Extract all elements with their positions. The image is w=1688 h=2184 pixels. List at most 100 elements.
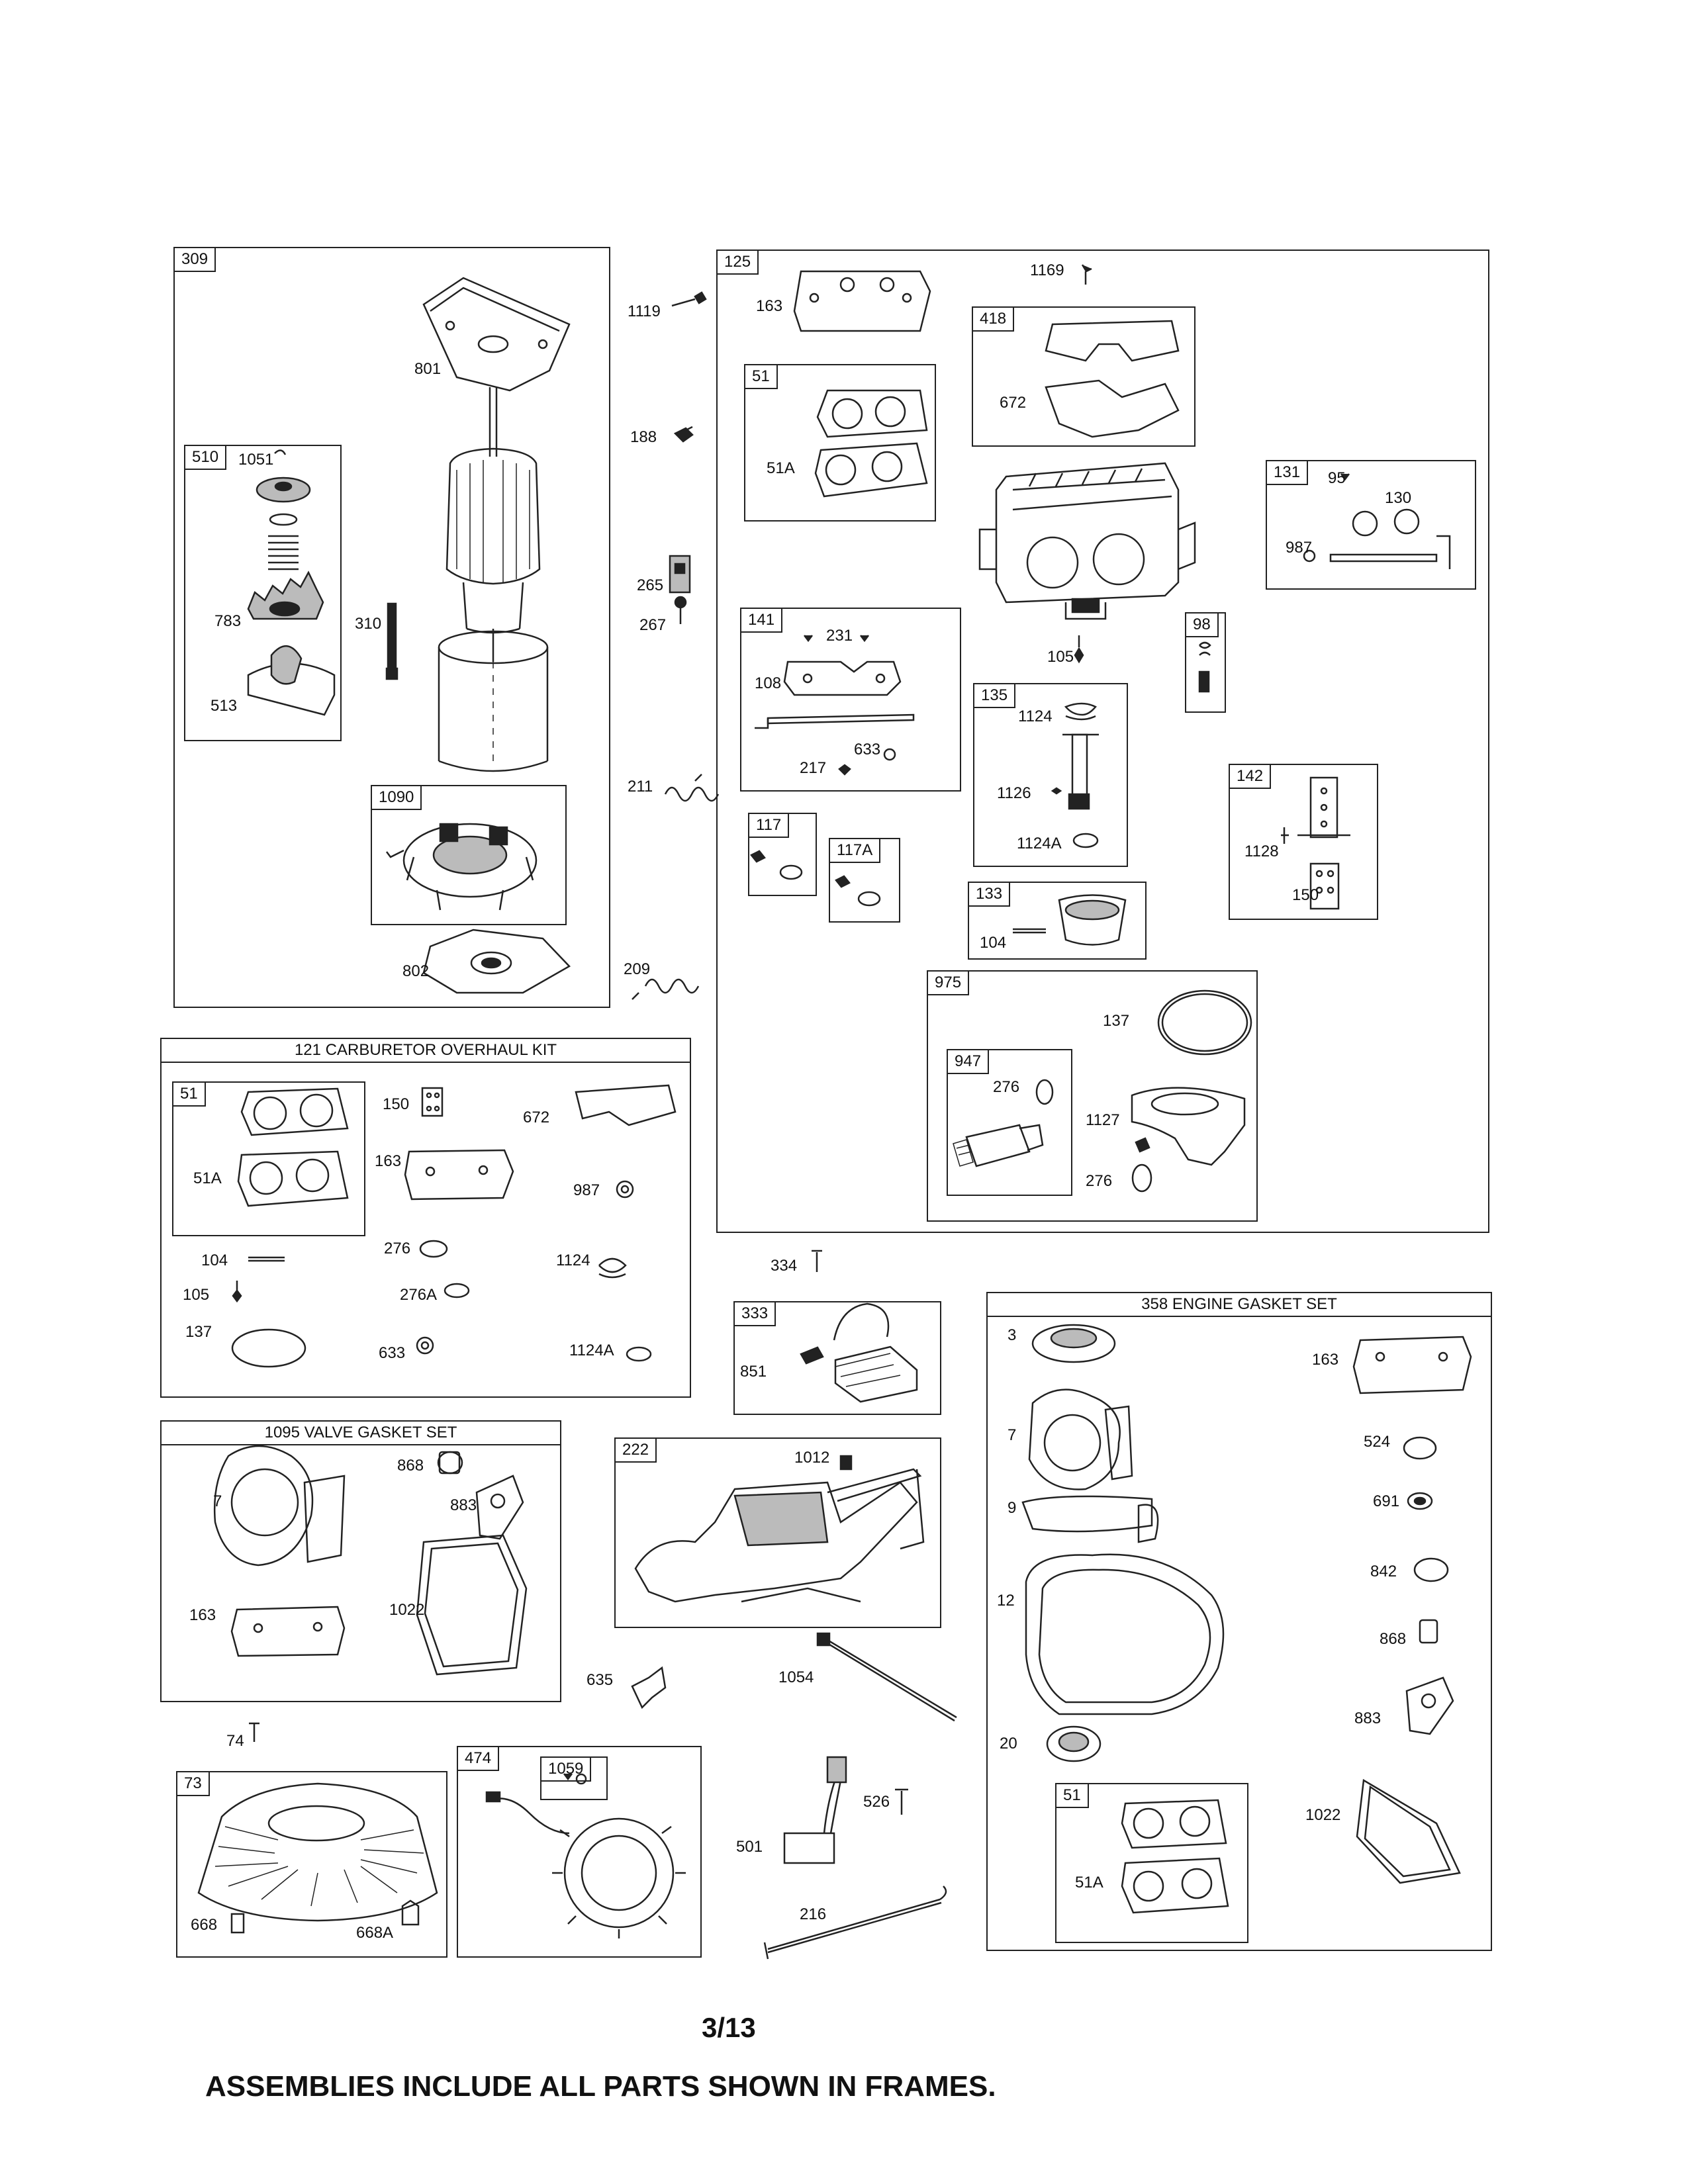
- fuel-bowl-975-drawing: [1131, 989, 1252, 1193]
- part-label: 12: [997, 1592, 1015, 1610]
- part-label: 163: [1312, 1351, 1339, 1369]
- part-label: 334: [771, 1257, 798, 1275]
- part-label: 1022: [1305, 1806, 1341, 1824]
- frame-id: 135: [974, 684, 1016, 708]
- frame-id: 51: [173, 1083, 206, 1107]
- frame-id: 133: [969, 883, 1011, 907]
- frame-engine-gasket-set: 358 ENGINE GASKET SET: [986, 1292, 1492, 1951]
- frame-gasket-418: 418: [972, 306, 1196, 447]
- frame-id: 474: [458, 1747, 500, 1771]
- frame-id: 51: [745, 365, 778, 389]
- part-label: 668A: [356, 1924, 394, 1942]
- plate-131-drawing: [1303, 473, 1451, 569]
- frame-valve-gasket-set: 1095 VALVE GASKET SET: [160, 1420, 561, 1702]
- part-label: 783: [214, 612, 242, 630]
- part-label: 1054: [778, 1668, 814, 1686]
- part-label: 51A: [767, 459, 795, 477]
- part-label: 9: [1008, 1499, 1017, 1517]
- frame-title: 358 ENGINE GASKET SET: [988, 1293, 1491, 1317]
- part-label: 104: [980, 934, 1007, 952]
- screws-117-drawing: [750, 850, 881, 907]
- starter-end-cap-drawing: [422, 277, 571, 392]
- part-label: 635: [586, 1671, 614, 1689]
- part-label: 1124A: [1017, 835, 1062, 852]
- part-label: 1127: [1086, 1111, 1120, 1129]
- part-label: 802: [402, 962, 430, 980]
- part-label: 267: [639, 616, 667, 634]
- part-label: 310: [355, 615, 382, 633]
- frame-bracket-142: 142: [1229, 764, 1378, 920]
- part-label: 513: [211, 697, 238, 715]
- frame-id: 510: [185, 446, 227, 470]
- part-label: 501: [736, 1838, 763, 1856]
- frame-ignition-coil-333: 333: [733, 1301, 941, 1415]
- frame-carburetor-125: 125: [716, 250, 1489, 1233]
- part-label: 231: [826, 627, 853, 645]
- bracket-142-drawing: [1281, 776, 1350, 910]
- part-label: 276: [1086, 1172, 1113, 1190]
- part-label: 163: [189, 1606, 216, 1624]
- frame-id: 117: [749, 814, 790, 838]
- top-gasket-drawing: [793, 270, 931, 332]
- frame-plate-131: 131: [1266, 460, 1476, 590]
- frame-drive-510: 510: [184, 445, 342, 741]
- frame-alternator-474: 474: [457, 1746, 702, 1958]
- part-label: 1051: [238, 451, 274, 469]
- frame-screw-117: 117: [748, 813, 817, 896]
- part-label: 1124: [1018, 707, 1053, 725]
- frame-id: 309: [175, 248, 216, 272]
- frame-id: 333: [735, 1302, 776, 1326]
- part-label: 217: [800, 759, 827, 777]
- part-label: 137: [185, 1323, 212, 1341]
- part-label: 211: [628, 778, 653, 796]
- part-label: 163: [375, 1152, 402, 1170]
- frame-id: 125: [718, 251, 759, 275]
- brush-holder-drawing: [386, 823, 538, 911]
- blower-housing-drawing: [197, 1782, 438, 1934]
- frame-solenoid-947: 947: [947, 1049, 1072, 1196]
- part-label: 987: [573, 1181, 600, 1199]
- valve-gasket-parts-drawing: [213, 1445, 528, 1676]
- part-label: 868: [1380, 1630, 1407, 1648]
- part-label: 1169: [1030, 261, 1064, 279]
- frame-carburetor-overhaul-kit: 121 CARBURETOR OVERHAUL KIT: [160, 1038, 691, 1398]
- frame-title: 121 CARBURETOR OVERHAUL KIT: [162, 1039, 690, 1063]
- part-label: 1126: [997, 784, 1031, 802]
- part-label: 51A: [193, 1169, 222, 1187]
- carburetor-body-drawing: [978, 462, 1196, 620]
- part-label: 276A: [400, 1286, 438, 1304]
- jet-98-drawing: [1198, 641, 1211, 693]
- part-label: 105: [1047, 648, 1074, 666]
- part-label: 20: [1000, 1735, 1017, 1752]
- bowl-135-drawing: [1051, 702, 1099, 848]
- frame-screw-117a: 117A: [829, 838, 900, 923]
- frame-governor-222: 222: [614, 1437, 941, 1628]
- footer-note: ASSEMBLIES INCLUDE ALL PARTS SHOWN IN FR…: [205, 2070, 996, 2103]
- part-label: 526: [863, 1793, 890, 1811]
- engine-gasket-parts-drawing: [1021, 1324, 1472, 1914]
- elbow-and-tie-drawing: [631, 1632, 957, 1722]
- part-label: 276: [384, 1240, 411, 1257]
- part-label: 74: [226, 1732, 244, 1750]
- part-label: 883: [1354, 1709, 1382, 1727]
- part-label: 276: [993, 1078, 1020, 1096]
- part-label: 668: [191, 1916, 218, 1934]
- starter-drive-drawing: [247, 449, 336, 716]
- part-label: 633: [379, 1344, 406, 1362]
- part-label: 1012: [794, 1449, 830, 1467]
- through-bolt-drawing: [385, 602, 399, 680]
- screw-1169-drawing: [1081, 264, 1092, 285]
- part-label: 691: [1373, 1492, 1400, 1510]
- part-label: 1119: [628, 302, 661, 320]
- gasket-418-drawing: [1045, 320, 1180, 438]
- part-label: 163: [756, 297, 783, 315]
- part-label: 51A: [1075, 1874, 1103, 1891]
- part-label: 672: [523, 1109, 550, 1126]
- frame-gasket-51-carb: 51: [744, 364, 936, 522]
- part-label: 150: [1292, 886, 1319, 904]
- shaft-141-drawing: [755, 635, 915, 776]
- frame-id: 131: [1267, 461, 1309, 485]
- frame-id: 73: [177, 1772, 210, 1796]
